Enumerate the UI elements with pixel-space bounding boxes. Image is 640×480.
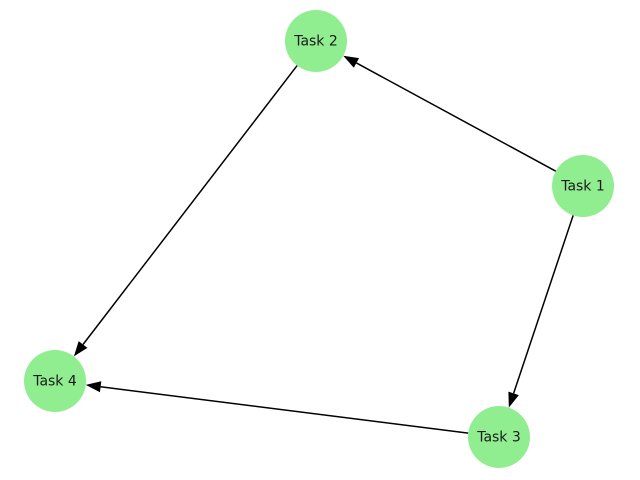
edge-arrowhead-icon <box>73 341 88 357</box>
node-label: Task 3 <box>476 430 521 446</box>
graph-edge[interactable] <box>85 381 469 434</box>
edge-arrowhead-icon <box>85 381 102 393</box>
edge-arrowhead-icon <box>343 55 360 68</box>
node-circle <box>285 10 347 72</box>
graph-node-task3[interactable]: Task 3 <box>468 406 530 468</box>
edge-line <box>100 386 469 434</box>
graph-node-task2[interactable]: Task 2 <box>285 10 347 72</box>
node-label: Task 2 <box>293 34 338 50</box>
graph-edge[interactable] <box>343 55 557 172</box>
nodes-layer: Task 1 Task 2 Task 3 Task 4 <box>24 10 614 468</box>
edges-layer <box>73 55 574 434</box>
graph-node-task4[interactable]: Task 4 <box>24 350 86 412</box>
edge-line <box>82 65 298 345</box>
node-circle <box>552 155 614 217</box>
edge-arrowhead-icon <box>508 391 519 408</box>
graph-edge[interactable] <box>73 65 298 357</box>
node-circle <box>24 350 86 412</box>
edge-line <box>356 62 557 172</box>
edge-line <box>512 215 574 394</box>
node-label: Task 4 <box>32 374 77 390</box>
graph-edge[interactable] <box>508 215 574 408</box>
graph-node-task1[interactable]: Task 1 <box>552 155 614 217</box>
node-label: Task 1 <box>560 179 605 195</box>
node-circle <box>468 406 530 468</box>
